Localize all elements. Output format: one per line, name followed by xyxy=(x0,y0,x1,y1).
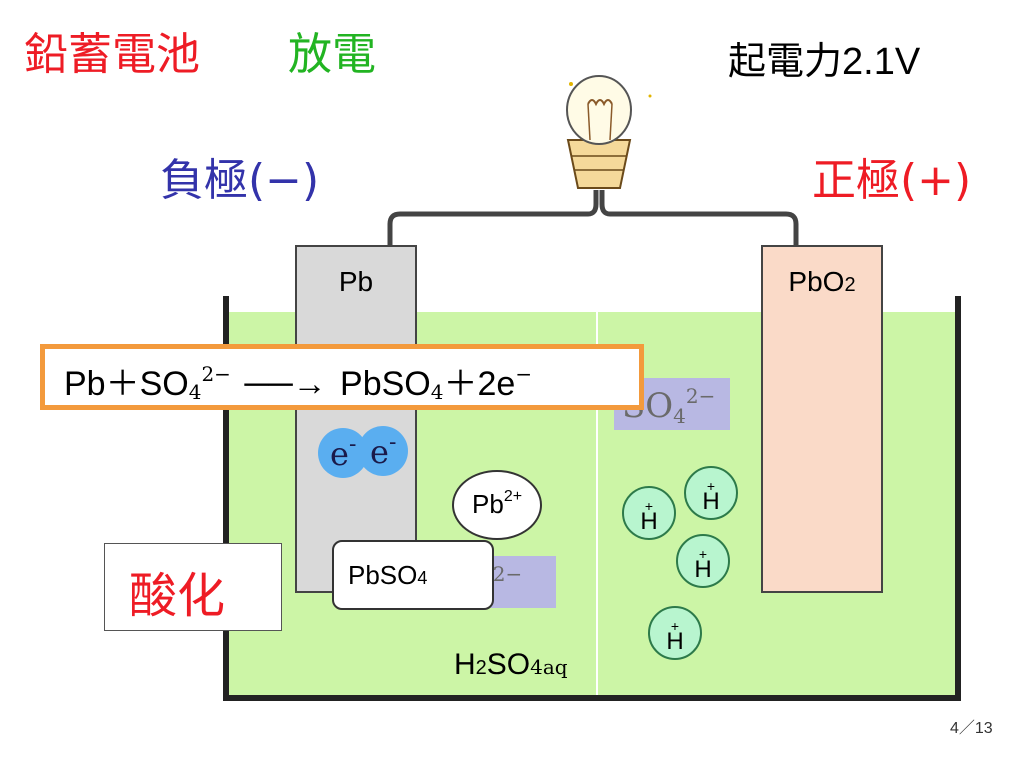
wire-left xyxy=(387,190,599,246)
equation-box xyxy=(40,344,644,410)
oxidation-label-box: 酸化 xyxy=(104,543,282,631)
pbo2-electrode-label: PbO2 xyxy=(788,266,856,297)
wire-right xyxy=(599,190,799,246)
electrolyte-label: H2SO4aq xyxy=(454,648,568,681)
hydrogen-ion-2: H+ xyxy=(622,486,676,540)
bulb-socket xyxy=(566,139,632,189)
lead-electrode xyxy=(295,245,417,593)
lead-sulfate-product: PbSO4 xyxy=(332,540,494,610)
emf-label: 起電力2.1V xyxy=(728,41,921,83)
title-main: 鉛蓄電池 xyxy=(24,29,200,80)
lead-electrode-label: Pb xyxy=(338,266,374,297)
bulb-filament xyxy=(587,99,613,107)
pbo2-electrode xyxy=(761,245,883,593)
page-number: 4／13 xyxy=(950,720,993,737)
positive-electrode-heading: 正極(+) xyxy=(812,155,972,206)
electron-2: e- xyxy=(358,426,408,476)
hydrogen-ion-3: H+ xyxy=(676,534,730,588)
hydrogen-ion-1: H+ xyxy=(684,466,738,520)
hydrogen-ion-4: H+ xyxy=(648,606,702,660)
negative-electrode-heading: 負極(−) xyxy=(160,155,320,206)
oxidation-label: 酸化 xyxy=(129,568,226,624)
beaker xyxy=(223,296,961,701)
title-sub: 放電 xyxy=(288,29,376,80)
light-bulb xyxy=(566,75,632,145)
diagram-title: 鉛蓄電池 xyxy=(24,18,200,82)
lead-ion: Pb2+ xyxy=(452,470,542,540)
oxidation-half-reaction: Pb＋SO42− ──→ PbSO4＋2e− xyxy=(64,362,533,404)
